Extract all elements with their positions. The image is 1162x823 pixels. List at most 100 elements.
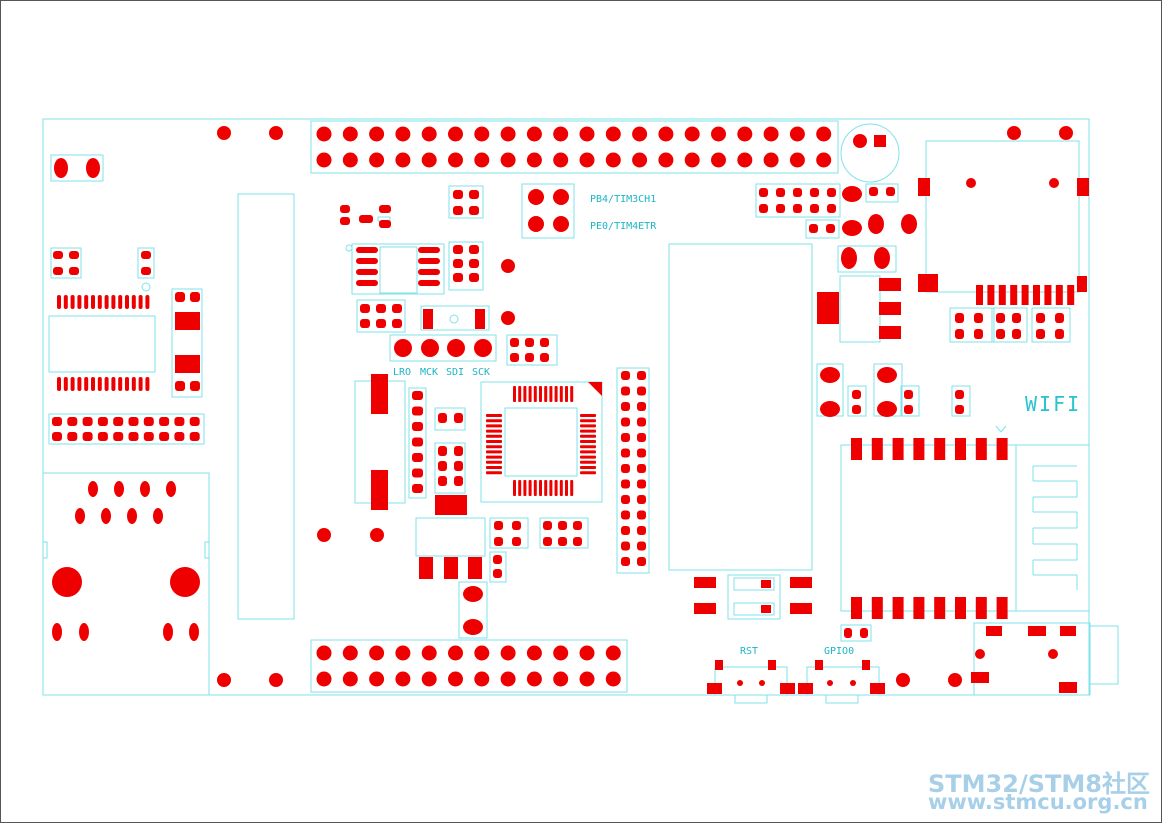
res-pad	[525, 338, 534, 347]
button-pad	[798, 683, 813, 694]
sd-pad	[918, 274, 938, 292]
res-pad	[175, 292, 185, 302]
res-pad	[621, 495, 630, 504]
usb-pad	[971, 672, 989, 683]
res-pad	[543, 537, 552, 546]
res-pad	[844, 628, 852, 638]
res-pad	[510, 353, 519, 362]
res-pad	[793, 188, 802, 197]
esp-pin	[851, 438, 862, 460]
res-pad	[128, 432, 139, 441]
mcu-pin	[544, 480, 548, 496]
res-outline	[408, 387, 427, 499]
inductor-pad	[371, 470, 388, 510]
mcu-pin	[533, 386, 537, 402]
mcu-pin	[565, 480, 568, 496]
mcu-pin	[580, 424, 596, 428]
mcu-pin	[580, 455, 596, 459]
esp-pin	[892, 597, 904, 619]
ic-pin	[57, 295, 61, 309]
button-pad	[715, 660, 723, 670]
mcu-pin	[486, 466, 502, 469]
res-pad	[1036, 329, 1045, 339]
res-pad	[955, 405, 964, 414]
ic-pin	[131, 295, 136, 309]
res-outline	[847, 385, 867, 417]
ic-pin	[63, 377, 68, 391]
mcu-pin	[549, 480, 553, 496]
ic-pin	[77, 377, 82, 391]
ic-outline	[48, 315, 156, 373]
sot-tab	[817, 292, 839, 324]
rj45-tab	[204, 541, 210, 559]
res-pad	[637, 510, 646, 520]
ic-pin	[70, 295, 75, 309]
res-pad	[412, 406, 423, 416]
mcu-pin	[486, 434, 502, 438]
res-pad	[82, 417, 93, 426]
ic-pin	[138, 295, 143, 309]
button-dot	[850, 680, 856, 686]
sot-pin	[879, 326, 901, 339]
res-outline	[949, 307, 995, 343]
header-top-pin	[763, 126, 779, 142]
mcu-pin	[486, 471, 502, 475]
res-pad	[826, 224, 835, 233]
res-pad	[174, 417, 185, 426]
sd-pin	[1010, 285, 1018, 305]
mcu-pin	[486, 445, 502, 449]
mcu-pin	[549, 386, 553, 402]
jumper-pin	[553, 189, 569, 205]
header-top-pin	[711, 152, 726, 168]
mcu-pin	[544, 386, 548, 402]
res-pad	[637, 526, 646, 535]
res-pad	[996, 329, 1005, 339]
res-pad	[621, 417, 630, 427]
switch-pad	[475, 309, 485, 329]
header-bottom-pin	[526, 645, 542, 661]
res-pad	[637, 541, 646, 551]
res-pad	[469, 245, 479, 254]
res-pad	[637, 433, 646, 442]
switch-pad	[790, 603, 812, 614]
rj45-pin	[88, 481, 98, 497]
ic-pin	[84, 295, 89, 309]
cap-pad	[463, 586, 483, 602]
mcu-pin	[554, 386, 558, 402]
pin1-marker	[588, 382, 602, 396]
mcu-pin	[539, 480, 542, 496]
res-pad	[621, 541, 630, 551]
mcu-pin	[580, 429, 596, 433]
header-top-pin	[448, 152, 463, 168]
esp-pin	[975, 597, 987, 619]
watermark-title: STM32/STM8社区	[928, 770, 1150, 798]
res-outline	[900, 385, 920, 417]
ic-pin	[91, 377, 95, 391]
res-pad	[175, 381, 185, 391]
header-top-pin	[737, 126, 753, 142]
cap-pad	[841, 247, 857, 269]
res-pad	[637, 417, 646, 427]
mounting-pad	[1059, 126, 1073, 140]
mcu-pin	[570, 480, 574, 496]
res-outline	[805, 219, 840, 239]
header-bottom-pin	[369, 645, 385, 661]
res-outline	[840, 624, 872, 642]
label-rst: RST	[740, 646, 758, 657]
rj45-pin	[75, 508, 85, 524]
pin1-chevron	[1000, 425, 1007, 433]
res-pad	[637, 495, 646, 504]
res-pad	[438, 476, 447, 486]
header-bottom-pin	[316, 671, 332, 687]
res-pad	[759, 204, 768, 213]
res-pad	[392, 304, 402, 313]
res-pad	[621, 371, 630, 380]
header-top-pin	[526, 152, 542, 168]
button-pad	[815, 660, 823, 670]
sd-pin	[998, 285, 1006, 305]
res-pad	[53, 251, 63, 259]
header-top-pin	[553, 126, 569, 142]
label-layer: PB4/TIM3CH1 PE0/TIM4ETR LRO MCK SDI SCK …	[393, 194, 1079, 657]
header-bottom-pin	[395, 671, 411, 687]
ic-pin	[84, 377, 89, 391]
